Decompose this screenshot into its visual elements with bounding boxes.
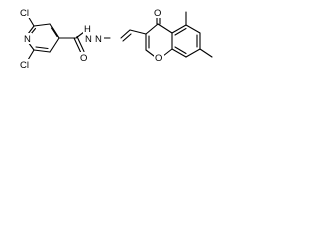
bond-carbonyl-o-2: [76, 35, 85, 53]
bond-n-ch-double: [122, 33, 132, 42]
bond-c3-c4: [49, 23, 60, 39]
bond-c7-c8: [185, 48, 201, 58]
atom-n-imine: N: [95, 34, 102, 45]
bond-c7-methyl: [199, 48, 213, 58]
bond-o1-c8a: [162, 48, 173, 57]
bond-c3-c4-inner: [50, 27, 58, 38]
bond-n-ch: [120, 29, 131, 39]
atom-o-ring: O: [155, 53, 162, 64]
bond-c2-c3: [33, 23, 51, 27]
bond-c5-c6: [33, 49, 51, 53]
bond-c4a-c5: [171, 24, 187, 34]
bond-lines: [27, 11, 213, 61]
bond-c8-c8a-inner: [174, 46, 187, 55]
bond-ch-c3chromone: [129, 29, 147, 35]
atom-o-ketone: O: [154, 8, 161, 19]
bond-n-c2: [27, 25, 35, 35]
atom-labels: Cl N Cl O H N N O O: [19, 7, 164, 71]
atom-h-amide: H: [84, 24, 91, 35]
bond-c6-cl: [27, 49, 35, 61]
bond-c4-c5: [49, 37, 60, 53]
bond-carbonyl-nh: [75, 31, 85, 39]
bond-c5-c6-inner: [35, 46, 49, 50]
bond-c4-c4a: [157, 23, 173, 34]
atom-o-carbonyl: O: [80, 53, 87, 64]
bond-c4a-c5-inner: [174, 27, 187, 36]
atom-n-amide: N: [85, 34, 92, 45]
bond-c2-o1: [145, 49, 155, 57]
atom-cl-top: Cl: [20, 8, 29, 19]
bond-c5-c6: [185, 24, 201, 34]
bond-carbonyl-o-1: [73, 37, 82, 54]
atom-n-pyridine: N: [24, 34, 31, 45]
chemical-structure: Cl N Cl O H N N O O: [19, 7, 213, 71]
bond-c8-c8a: [171, 48, 187, 58]
atom-cl-bottom: Cl: [20, 60, 29, 71]
bond-c3-c4chromone: [145, 23, 159, 35]
